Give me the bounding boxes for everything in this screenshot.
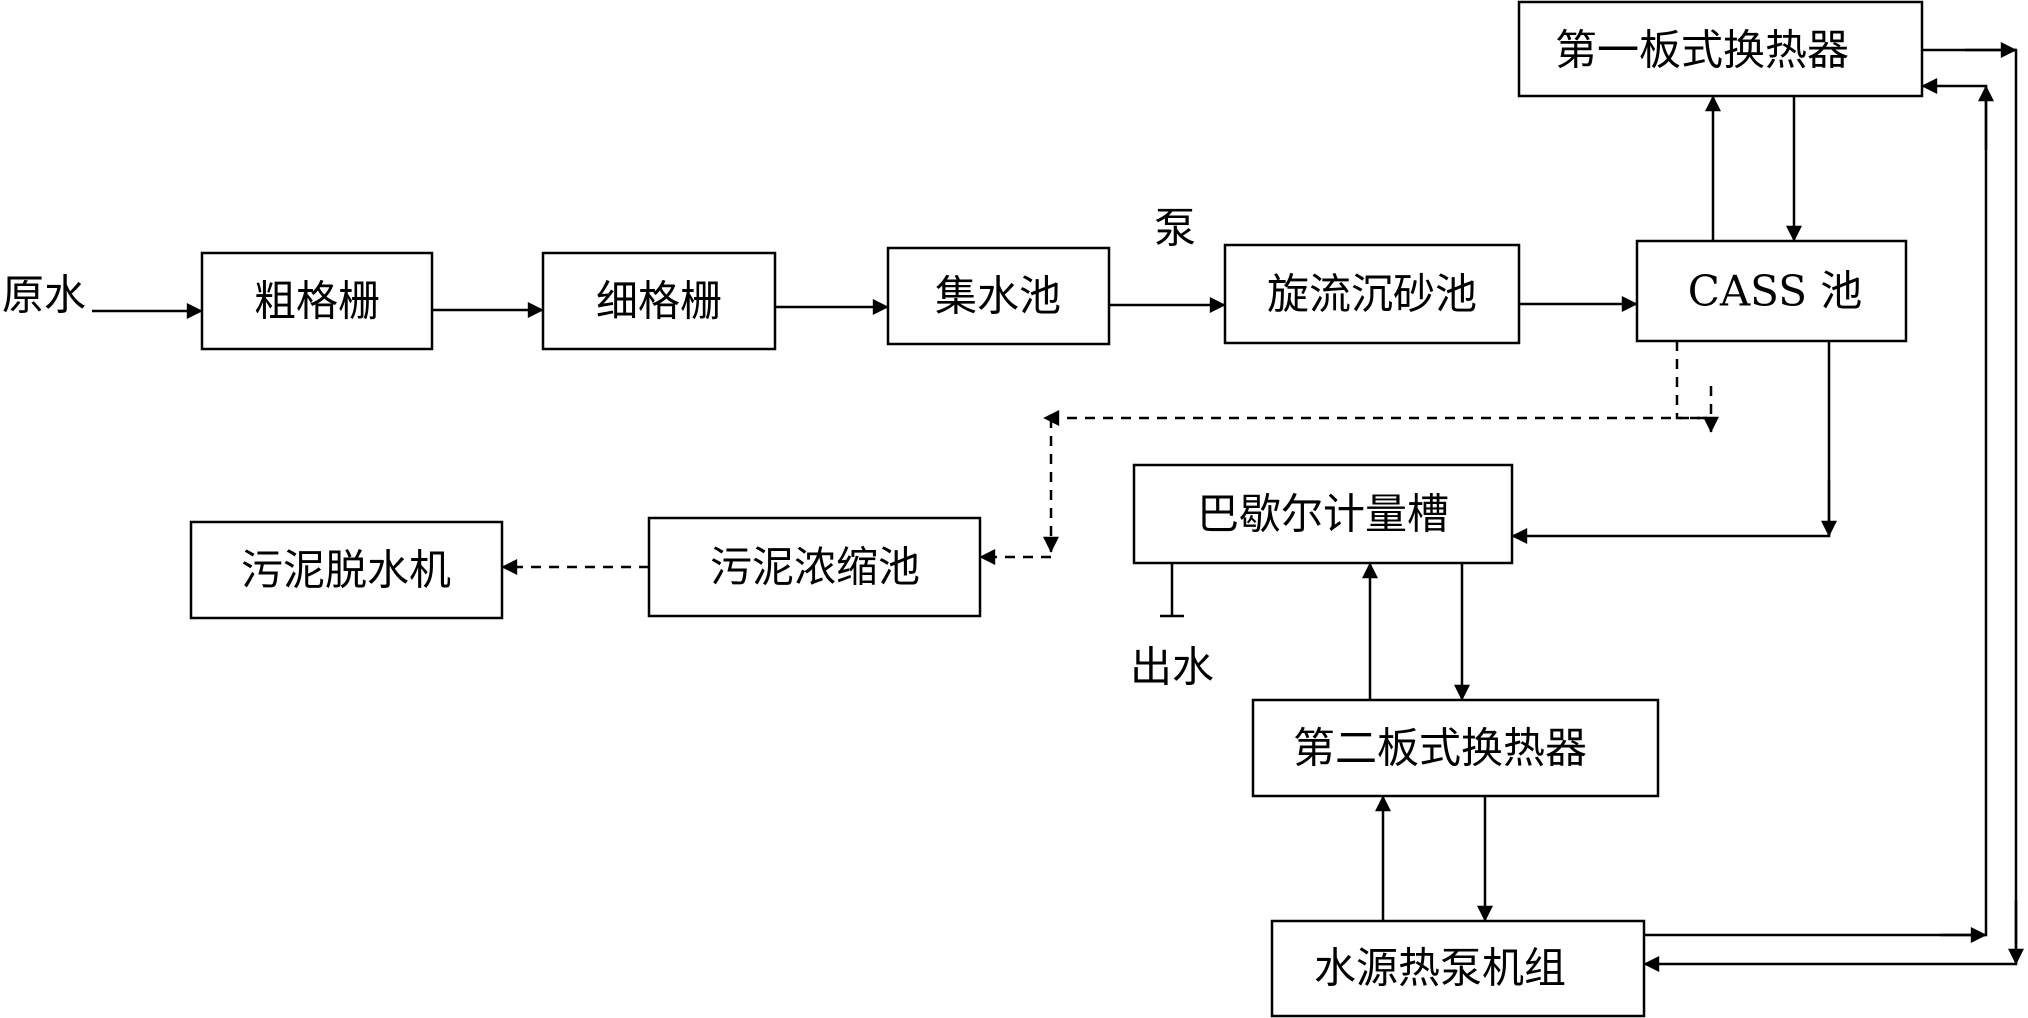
sludge-thickener-node: 污泥浓缩池 [647,516,982,618]
parshall-flume-node: 巴歇尔计量槽 [1132,463,1514,565]
sludge-thickener-label: 污泥浓缩池 [710,543,920,592]
sludge-thickener-box [647,516,982,618]
parshall-flume-label: 巴歇尔计量槽 [1197,490,1449,539]
parshall-flume-box [1132,463,1514,565]
collection-tank-label: 集水池 [935,272,1061,321]
cass-tank-label: CASS 池 [1688,267,1863,316]
arrow-heatpump-to-hx1-loop [1644,78,1988,937]
arrow-cass-to-parshall [1511,341,1831,544]
sludge-dewatering-label: 污泥脱水机 [241,546,451,595]
plate-hx-2-node: 第二板式换热器 [1251,698,1660,798]
sludge-dewatering-node: 污泥脱水机 [189,520,504,620]
collection-tank-box [886,246,1111,346]
coarse-screen-node: 粗格栅 [200,251,434,351]
pump-label: 泵 [1154,204,1196,253]
plate-hx-1-label: 第一板式换热器 [1555,26,1849,75]
heat-pump-unit-box [1270,919,1646,1018]
grit-chamber-box [1223,243,1521,345]
plate-hx-1-node: 第一板式换热器 [1517,0,1924,98]
outlet-label: 出水 [1130,643,1214,692]
collection-tank-node: 集水池 [886,246,1111,346]
cass-tank-box [1635,239,1908,343]
heat-pump-unit-label: 水源热泵机组 [1314,944,1566,993]
plate-hx-1-box [1517,0,1924,98]
plate-hx-2-box [1251,698,1660,798]
fine-screen-box [541,251,777,351]
coarse-screen-label: 粗格栅 [254,277,380,326]
arrow-cass-to-sludge-branch [1675,341,1707,420]
raw-water-label: 原水 [2,271,86,320]
heat-pump-unit-node: 水源热泵机组 [1270,919,1646,1018]
fine-screen-label: 细格栅 [596,277,722,326]
plate-hx-2-label: 第二板式换热器 [1293,724,1587,773]
grit-chamber-label: 旋流沉砂池 [1267,270,1477,319]
coarse-screen-box [200,251,434,351]
cass-tank-node: CASS 池 [1635,239,1908,343]
fine-screen-node: 细格栅 [541,251,777,351]
grit-chamber-node: 旋流沉砂池 [1223,243,1521,345]
